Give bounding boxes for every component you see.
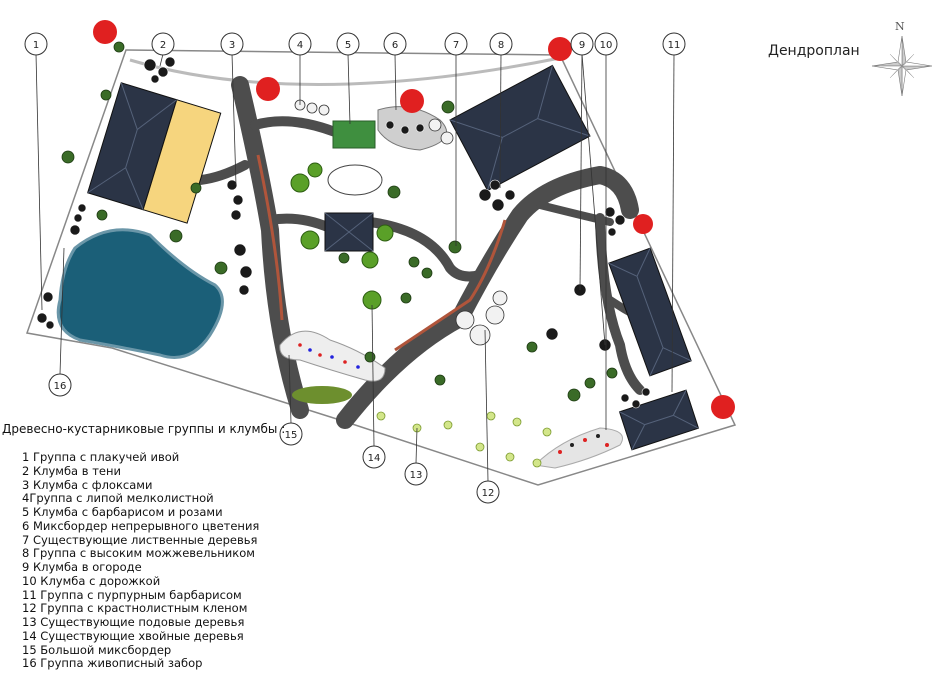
- legend-item: 9 Клумба в огороде: [22, 560, 142, 574]
- path-right-branch: [536, 201, 614, 226]
- callout-label-16: 16: [54, 381, 67, 392]
- callout-12: 12: [476, 480, 500, 504]
- north-label: N: [895, 20, 905, 33]
- legend-list: 1 Группа с плакучей ивой 2 Клумба в тени…: [22, 450, 260, 671]
- path-to-house: [195, 160, 250, 185]
- legend-item: 8 Группа с высоким можжевельником: [22, 546, 255, 561]
- callout-label-9: 9: [579, 40, 585, 51]
- legend-item: 11 Группа с пурпурным барбарисом: [22, 587, 242, 602]
- callout-7: 7: [444, 32, 468, 56]
- path-right: [595, 213, 645, 395]
- brick-edging-right: [394, 219, 507, 352]
- legend-item: 4Группа с липой мелколистной: [22, 491, 214, 506]
- mixborder-dots: [298, 343, 609, 454]
- bed-barberry-roses: [332, 120, 376, 149]
- legend-item: 13 Существующие подовые деревья: [22, 615, 245, 629]
- callout-9: 9: [570, 32, 594, 56]
- legend-item: 15 Большой миксбордер: [22, 642, 172, 657]
- main-house: [87, 82, 222, 224]
- callout-10: 10: [594, 32, 618, 56]
- callout-label-8: 8: [498, 40, 504, 51]
- compass-rose-icon: [871, 35, 933, 97]
- callout-leaders: [35, 53, 675, 482]
- path-north: [250, 116, 340, 137]
- callout-6: 6: [383, 32, 407, 56]
- callout-label-2: 2: [160, 40, 166, 51]
- lawn-green: [292, 386, 352, 404]
- pond: [56, 228, 224, 359]
- callout-2: 2: [151, 32, 175, 56]
- legend-item: 1 Группа с плакучей ивой: [22, 450, 180, 464]
- callout-16: 16: [48, 373, 72, 397]
- east-building: [608, 247, 692, 377]
- legend-item: 5 Клумба с барбарисом и розами: [22, 505, 223, 519]
- legend-item: 14 Существующие хвойные деревья: [22, 628, 244, 643]
- fence-curve: [129, 56, 561, 86]
- callout-5: 5: [336, 32, 360, 56]
- callout-label-15: 15: [285, 430, 298, 441]
- callout-label-13: 13: [410, 470, 423, 481]
- legend-item: 6 Миксбордер непрерывного цветения: [22, 518, 260, 533]
- legend-item: 16 Группа живописный забор: [22, 656, 203, 671]
- page-title: Дендроплан: [768, 43, 860, 59]
- callout-8: 8: [489, 32, 513, 56]
- callout-label-14: 14: [368, 453, 381, 464]
- callout-label-1: 1: [33, 40, 39, 51]
- gazebo: [324, 212, 374, 252]
- callout-15: 15: [279, 422, 303, 446]
- small-trees: [61, 41, 618, 402]
- callout-label-5: 5: [345, 40, 351, 51]
- callout-1: 1: [24, 32, 48, 56]
- legend-item: 7 Существующие лиственные деревья: [22, 532, 258, 547]
- callout-label-7: 7: [453, 40, 459, 51]
- path-diagonal: [336, 166, 639, 429]
- legend-item: 3 Клумба с флоксами: [22, 477, 153, 492]
- legend-title: Древесно-кустарниковые группы и клумбы :: [2, 422, 286, 436]
- legend-item: 12 Группа с крастнолистным кленом: [22, 601, 248, 616]
- legend-item: 10 Клумба с дорожкой: [22, 573, 161, 588]
- callout-11: 11: [662, 32, 686, 56]
- callout-13: 13: [404, 462, 428, 486]
- callout-label-12: 12: [482, 488, 495, 499]
- southeast-building: [618, 389, 700, 451]
- legend-item: 2 Клумба в тени: [22, 463, 121, 478]
- callout-14: 14: [362, 445, 386, 469]
- bed-with-path: [533, 427, 623, 469]
- existing-trees-red: [93, 20, 735, 419]
- callout-3: 3: [220, 32, 244, 56]
- path-main: [231, 76, 309, 419]
- callout-label-11: 11: [668, 40, 681, 51]
- callout-4: 4: [288, 32, 312, 56]
- shrubs-white: [294, 99, 508, 346]
- path-east-loop: [365, 217, 485, 282]
- brick-edging-left: [256, 154, 284, 321]
- callout-label-4: 4: [297, 40, 303, 51]
- northeast-building: [449, 64, 591, 192]
- callout-label-6: 6: [392, 40, 398, 51]
- callout-label-3: 3: [229, 40, 235, 51]
- bed-phlox-oval: [327, 164, 383, 196]
- callout-label-10: 10: [600, 40, 613, 51]
- callouts: 1 2 3 4 5 6 7 8 9 10 11 12 13 14 15 16: [24, 32, 686, 504]
